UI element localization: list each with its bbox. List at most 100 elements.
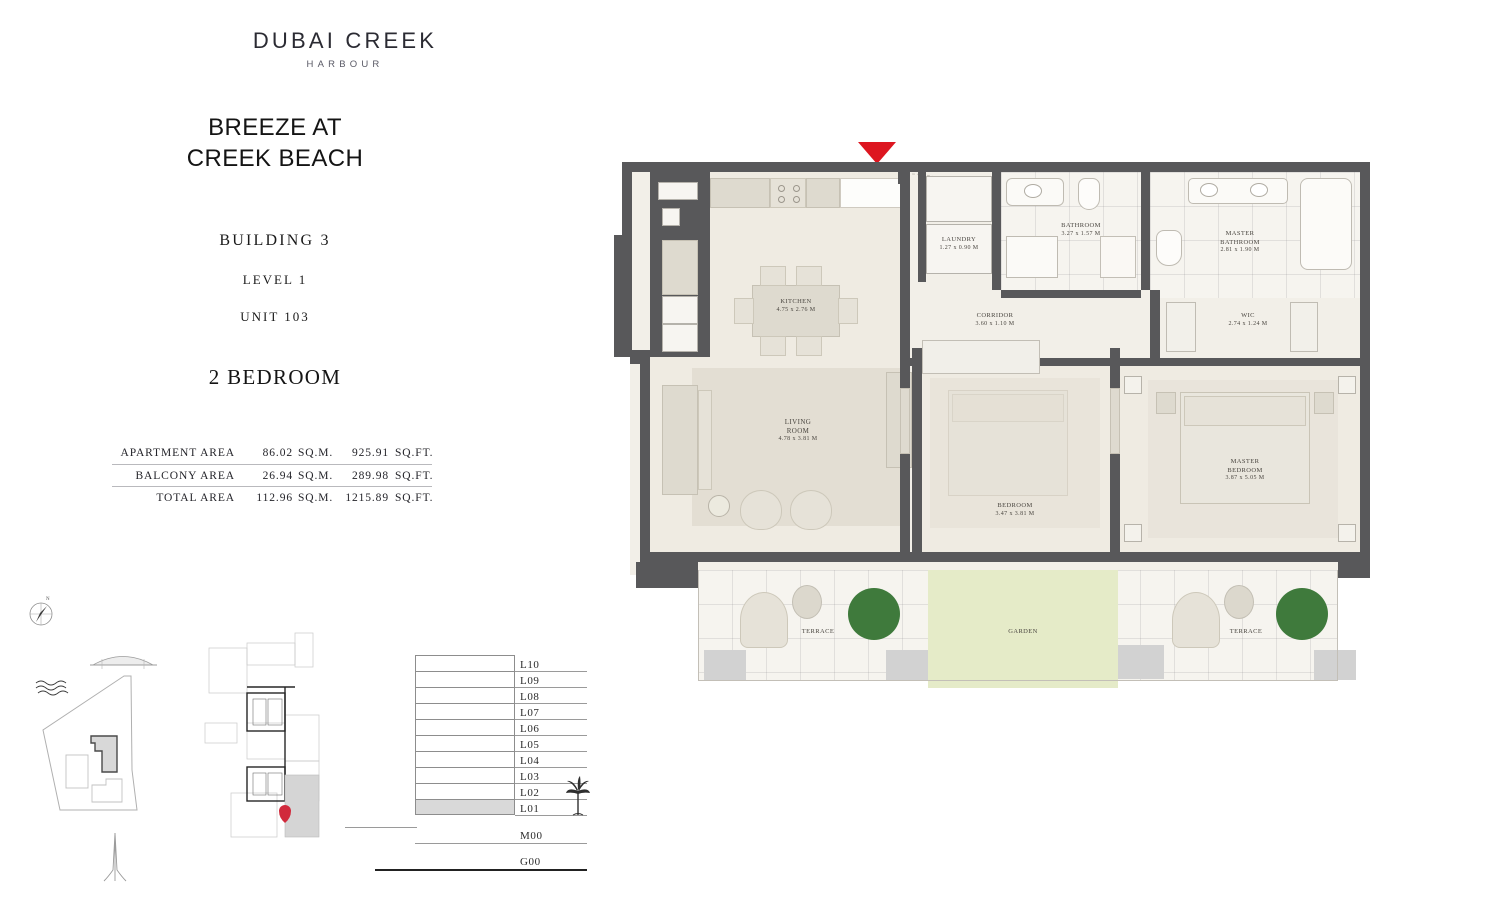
terrace-wall-left [636, 562, 698, 588]
wall-kitchen-right [900, 172, 910, 337]
level-row-l05[interactable] [415, 735, 515, 751]
level-baseline [415, 843, 587, 844]
bedroom2-wardrobe [922, 340, 1040, 374]
bedroom2-rug [930, 378, 1100, 528]
room-label-master-bedroom: MASTER BEDROOM 3.87 x 5.05 M [1225, 458, 1265, 482]
level-row-l02[interactable] [415, 783, 515, 799]
unit-type-label: 2 BEDROOM [208, 365, 342, 389]
corner-detail-2 [1338, 524, 1356, 542]
level-label-l01: L01 [520, 803, 540, 815]
dining-chair-5 [734, 298, 754, 324]
unit-metadata: BUILDING 3 LEVEL 1 UNIT 103 [115, 232, 435, 325]
dining-chair-4 [796, 336, 822, 356]
level-row-l07[interactable] [415, 703, 515, 719]
unit-location-marker [279, 805, 291, 823]
corner-detail-4 [1338, 376, 1356, 394]
room-label-living-room: LIVING ROOM 4.78 x 3.81 M [778, 418, 818, 443]
level-tick [515, 767, 587, 768]
hob-burner-4 [793, 196, 800, 203]
wall-wic-left [1150, 290, 1160, 366]
level-row-l09[interactable] [415, 671, 515, 687]
entry-arrow-icon [858, 142, 896, 164]
level-row-l04[interactable] [415, 751, 515, 767]
terrace-edge-right [1337, 570, 1338, 680]
bathroom-sink [1024, 184, 1042, 198]
project-title-line2: CREEK BEACH [186, 145, 364, 172]
area-row-sqm: 26.94 [262, 469, 293, 482]
room-label-terrace-left: TERRACE [801, 628, 835, 635]
level-tick [515, 671, 587, 672]
level-label-l04: L04 [520, 755, 540, 767]
nightstand-2 [1314, 392, 1334, 414]
room-label-wic: WIC 2.74 x 1.24 M [1228, 312, 1268, 327]
level-row-l03[interactable] [415, 767, 515, 783]
dining-chair-3 [760, 336, 786, 356]
area-row-sqm: 112.96 [256, 491, 293, 504]
garden-area [928, 570, 1118, 688]
bathroom-storage [1100, 236, 1136, 278]
corner-detail-1 [1124, 524, 1142, 542]
wall-wic-bottom [1150, 358, 1360, 366]
nightstand-1 [1156, 392, 1176, 414]
wall-bottom [640, 552, 1370, 562]
master-sink-2 [1250, 183, 1268, 197]
terrace-planter-right-2 [1314, 650, 1356, 680]
building-label: BUILDING 3 [219, 232, 331, 249]
window-living-right [900, 388, 910, 454]
area-row-sqft-unit: SQ.FT. [395, 469, 434, 482]
room-label-garden: GARDEN [1008, 628, 1038, 635]
room-label-bedroom: BEDROOM 3.47 x 3.81 M [995, 502, 1035, 517]
level-row-l06[interactable] [415, 719, 515, 735]
toilet [1078, 178, 1100, 210]
dining-chair-1 [760, 266, 786, 286]
area-row-sqft: 1215.89 [345, 491, 389, 504]
hob-burner-1 [778, 185, 785, 192]
master-sink-1 [1200, 183, 1218, 197]
site-boundary [42, 675, 138, 811]
area-row-sqft: 925.91 [351, 447, 389, 459]
kitchen-counter-left [710, 178, 770, 208]
wall-left-lower [640, 357, 650, 562]
level-row-l08[interactable] [415, 687, 515, 703]
room-label-master-bathroom: MASTER BATHROOM 2.81 x 1.90 M [1220, 230, 1260, 254]
level-label-g00: G00 [520, 856, 541, 868]
site-plan: N [29, 597, 157, 882]
wall-bathroom-right [1141, 172, 1150, 312]
armchair-1 [740, 490, 782, 530]
level-row-l01[interactable] [415, 799, 515, 815]
terrace-table-right [1224, 585, 1254, 619]
area-row-sqm-unit: SQ.M. [298, 491, 334, 504]
laundry-appliance-1 [926, 176, 992, 222]
level-tick [515, 703, 587, 704]
dining-table [752, 285, 840, 337]
wall-right [1360, 162, 1370, 562]
room-label-laundry: LAUNDRY 1.27 x 0.90 M [939, 236, 979, 251]
level-row-l10[interactable] [415, 655, 515, 671]
wall-left-pier [614, 235, 632, 357]
wall-bedroom2-left [912, 348, 922, 552]
terrace-chair-right [1172, 592, 1220, 648]
dining-chair-6 [838, 298, 858, 324]
kitchen-counter-right [840, 178, 908, 208]
brand-subtitle: HARBOUR [306, 59, 384, 70]
kitchen-counter-mid [806, 178, 840, 208]
level-tick [515, 783, 587, 784]
kitchen-appliance-2 [662, 324, 698, 352]
terrace-tree-left [848, 588, 900, 640]
hob-burner-3 [778, 196, 785, 203]
area-row-label: BALCONY AREA [135, 469, 235, 482]
north-arrow-icon: N [29, 597, 53, 626]
project-title-line1: BREEZE AT [208, 114, 342, 141]
level-tick [515, 751, 587, 752]
project-title: BREEZE AT CREEK BEACH [115, 112, 435, 174]
kitchen-cabinet-2 [662, 208, 680, 226]
shower-tray [1006, 236, 1058, 278]
water-icon [35, 680, 69, 696]
level-label-l10: L10 [520, 659, 540, 671]
level-label-m00: M00 [520, 830, 543, 842]
corner-detail-3 [1124, 376, 1142, 394]
level-label-l03: L03 [520, 771, 540, 783]
dining-chair-2 [796, 266, 822, 286]
